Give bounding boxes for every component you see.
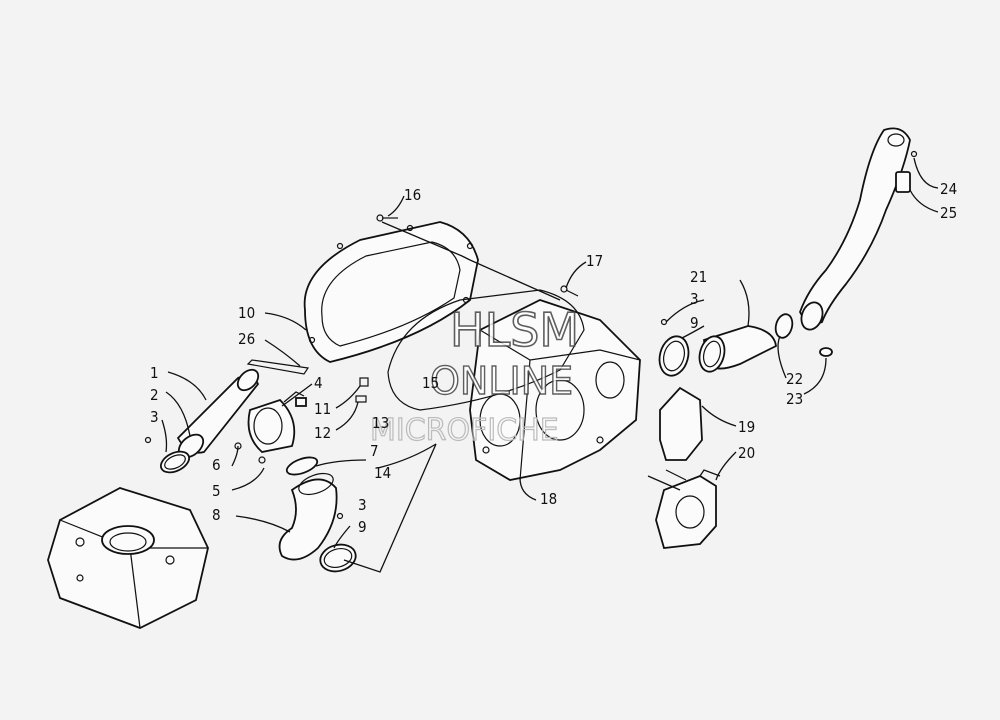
callout-21: 21 (690, 268, 707, 286)
callout-3-right: 3 (690, 290, 699, 308)
watermark-line-1: HLSM (450, 303, 579, 357)
callout-8: 8 (212, 506, 221, 524)
callout-22: 22 (786, 370, 803, 388)
elbow-duct (278, 472, 338, 561)
leader-lines (161, 157, 939, 573)
callout-2: 2 (150, 386, 159, 404)
callout-9-right: 9 (690, 314, 699, 332)
callout-3-left: 3 (150, 408, 159, 426)
callout-4: 4 (314, 374, 323, 392)
clamp-left (159, 450, 191, 474)
screw-top (376, 214, 398, 222)
cable-tie (246, 359, 310, 375)
watermark-line-2: ONLINE (430, 359, 573, 403)
hardware-small (144, 318, 668, 520)
callout-15: 15 (422, 374, 439, 392)
callout-23: 23 (786, 390, 803, 408)
gasket-ring (285, 456, 319, 476)
callout-labels: 1 2 3 4 5 6 7 8 3 9 10 26 11 12 13 14 15… (150, 180, 957, 536)
inner-gasket (387, 289, 585, 411)
callout-24: 24 (940, 180, 957, 198)
callout-9-lower: 9 (358, 518, 367, 536)
callout-3-lower: 3 (358, 496, 367, 514)
throttle-body (234, 391, 307, 464)
clamp-right (658, 335, 690, 377)
callout-26: 26 (238, 330, 255, 348)
callout-12: 12 (314, 424, 331, 442)
air-box-base (47, 487, 209, 629)
callout-19: 19 (738, 418, 755, 436)
main-housing (469, 299, 641, 481)
gasket-plate (659, 386, 703, 481)
callout-10: 10 (238, 304, 255, 322)
watermark-line-3: MICROFICHE (370, 413, 559, 448)
callout-13: 13 (372, 414, 389, 432)
callout-7: 7 (370, 442, 379, 460)
callout-11: 11 (314, 400, 331, 418)
callout-25: 25 (940, 204, 957, 222)
outer-cover (303, 221, 479, 363)
parts-drawing (47, 127, 918, 629)
clamp-lower (319, 543, 357, 573)
outlet-duct (698, 325, 777, 373)
callout-14: 14 (374, 464, 391, 482)
screw-right (560, 285, 579, 297)
vent-pipe (799, 127, 918, 357)
callout-6: 6 (212, 456, 221, 474)
callout-17: 17 (586, 252, 603, 270)
watermark: HLSM ONLINE MICROFICHE (369, 302, 580, 448)
callout-1: 1 (150, 364, 159, 382)
cover-plate (655, 474, 717, 549)
callout-18: 18 (540, 490, 557, 508)
callout-16: 16 (404, 186, 421, 204)
callout-5: 5 (212, 482, 221, 500)
clamp-small (774, 313, 794, 339)
callout-20: 20 (738, 444, 755, 462)
